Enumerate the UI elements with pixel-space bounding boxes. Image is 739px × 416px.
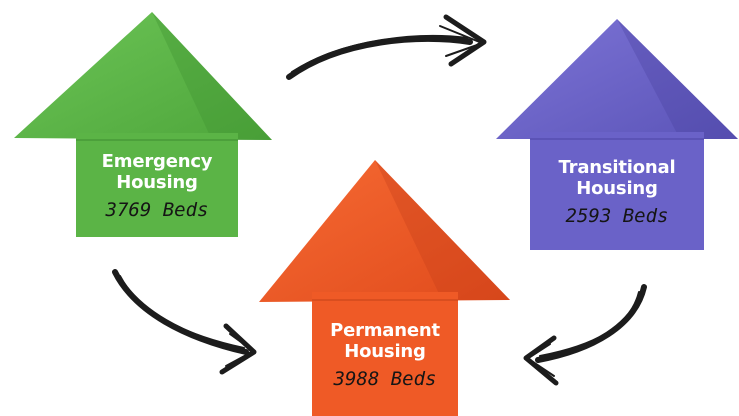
house-emergency-title-line1: Emergency bbox=[101, 151, 213, 172]
house-permanent-body bbox=[312, 292, 458, 416]
curved-arrow-icon bbox=[286, 14, 487, 80]
house-permanent-label: Permanent Housing 3988 Beds bbox=[312, 320, 458, 392]
house-permanent-title-line2: Housing bbox=[344, 341, 426, 362]
house-transitional-title-line1: Transitional bbox=[558, 157, 676, 178]
house-permanent-beds: 3988 Beds bbox=[333, 368, 437, 390]
house-emergency-roof bbox=[14, 12, 272, 140]
house-transitional-title-line2: Housing bbox=[576, 178, 658, 199]
house-transitional bbox=[496, 19, 738, 250]
house-permanent-roof bbox=[259, 160, 510, 302]
house-transitional-label: Transitional Housing 2593 Beds bbox=[530, 157, 704, 229]
house-transitional-roof bbox=[496, 19, 738, 139]
house-emergency bbox=[14, 12, 272, 237]
house-permanent bbox=[259, 160, 510, 416]
house-emergency-title-line2: Housing bbox=[116, 172, 198, 193]
house-transitional-beds: 2593 Beds bbox=[565, 205, 669, 227]
house-emergency-body bbox=[76, 133, 238, 237]
house-transitional-body bbox=[530, 132, 704, 250]
house-emergency-label: Emergency Housing 3769 Beds bbox=[76, 151, 238, 223]
curved-arrow-icon bbox=[112, 269, 257, 375]
curved-arrow-icon bbox=[523, 284, 647, 386]
house-emergency-beds: 3769 Beds bbox=[105, 199, 209, 221]
house-permanent-title-line1: Permanent bbox=[330, 320, 440, 341]
